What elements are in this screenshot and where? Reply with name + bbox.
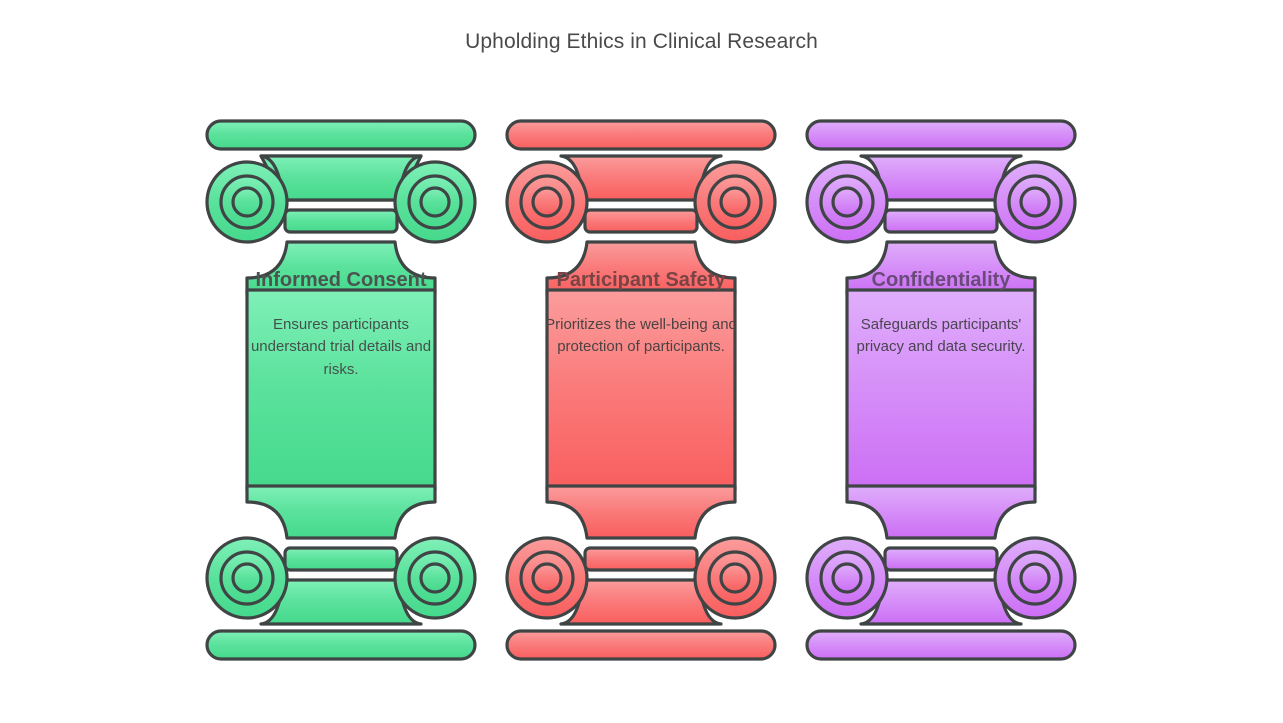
pillar-participant-safety[interactable]: Participant Safety Prioritizes the well-… <box>503 118 779 662</box>
ionic-column-icon <box>805 119 1077 661</box>
ionic-column-icon <box>205 119 477 661</box>
pillar-informed-consent[interactable]: Informed Consent Ensures participants un… <box>203 118 479 662</box>
page-title: Upholding Ethics in Clinical Research <box>465 30 818 53</box>
ionic-column-icon <box>505 119 777 661</box>
pillar-confidentiality[interactable]: Confidentiality Safeguards participants'… <box>803 118 1079 662</box>
